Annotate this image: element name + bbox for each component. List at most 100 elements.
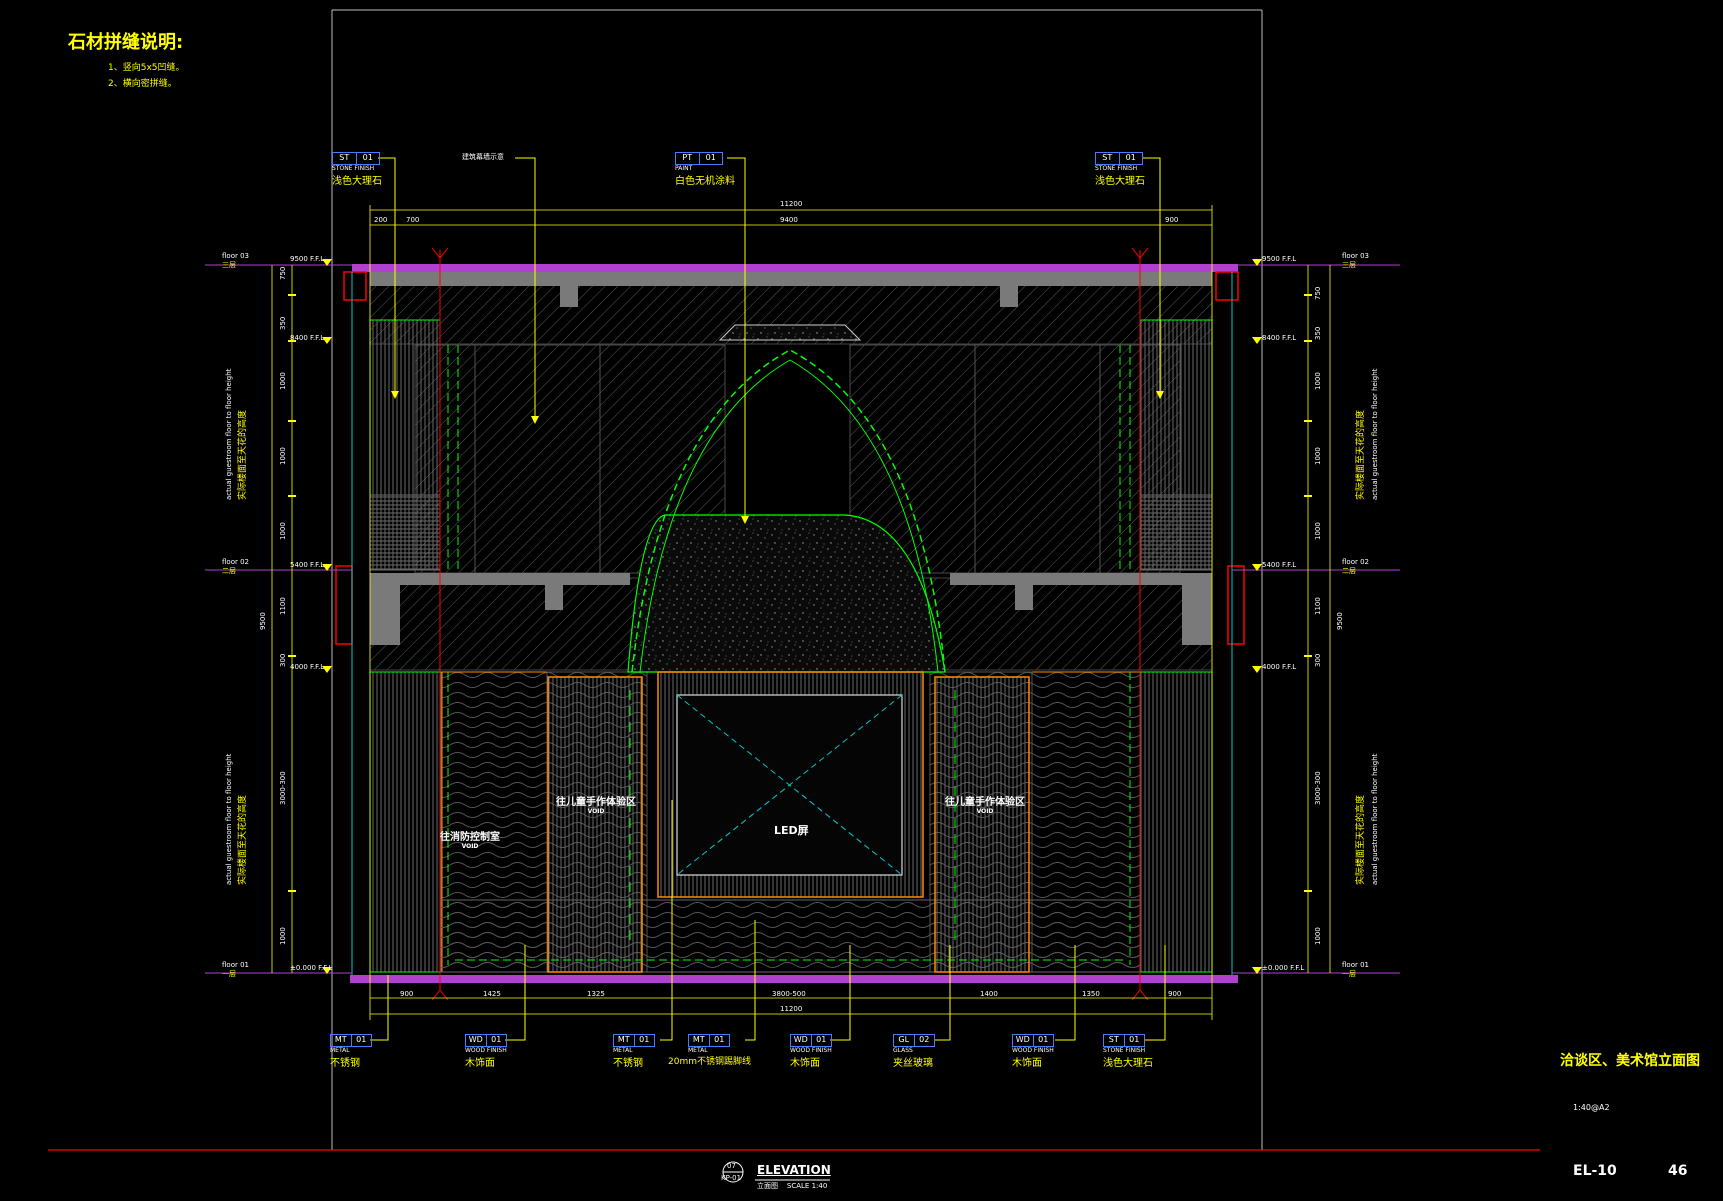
left-red-detail — [335, 565, 353, 645]
level-elev: 9500 F.F.L — [290, 255, 325, 263]
vdim-upper: 1000 — [279, 447, 287, 465]
level-elev: ±0.000 F.F.L — [1262, 964, 1305, 972]
top-dim-seg: 200 — [374, 216, 388, 224]
roof-slab — [370, 272, 1212, 286]
vdim-upper: 350 — [1314, 326, 1322, 340]
elevation-tag-ref: KP-01 — [721, 1174, 742, 1182]
vdim-upper: 750 — [1314, 286, 1322, 300]
sheet-number: EL-10 — [1573, 1163, 1617, 1179]
vdim-lower: 1000 — [1314, 927, 1322, 945]
vdim-lower: 1000 — [279, 927, 287, 945]
top-dim-seg: 900 — [1165, 216, 1179, 224]
right-red-detail — [1227, 565, 1245, 645]
vdim-lower: 1100 — [1314, 597, 1322, 615]
drawing-title: 洽谈区、美术馆立面图 — [1560, 1053, 1700, 1069]
side-note-left-upper: actual guestroom floor to floor height 实… — [225, 368, 248, 500]
horizontal-dim-lines — [369, 205, 1213, 1020]
level-elev: 5400 F.F.L — [1262, 561, 1297, 569]
bottom-dim-seg: 900 — [400, 990, 414, 998]
central-arch-fill — [627, 514, 946, 673]
side-note-right-upper: 实际楼面至天花的高度 actual guestroom floor to flo… — [1356, 368, 1379, 500]
level-elev: 4000 F.F.L — [290, 663, 325, 671]
level-elev: 5400 F.F.L — [290, 561, 325, 569]
elevation-subtitle: 立面图 SCALE 1:40 — [757, 1182, 828, 1190]
vdim-upper: 750 — [279, 266, 287, 280]
base-wood-band — [439, 899, 1141, 973]
top-dim-overall: 11200 — [780, 200, 803, 208]
vdim-upper: 350 — [279, 316, 287, 330]
arch-outline-dashed — [631, 349, 946, 673]
building-elevation — [335, 247, 1245, 1001]
arch-outline — [639, 359, 939, 673]
bottom-dim-seg: 3800-500 — [772, 990, 806, 998]
bottom-dim-overall: 11200 — [780, 1005, 803, 1013]
vdim-lower: 300 — [279, 653, 287, 667]
vdim-overall: 9500 — [259, 612, 267, 630]
side-note-right-lower: 实际楼面至天花的高度 actual guestroom floor to flo… — [1356, 753, 1379, 885]
notes-block: 石材拼缝说明: 1、竖向5x5凹缝。 2、横向密拼缝。 — [68, 28, 185, 89]
arch-crown — [718, 324, 862, 341]
vdim-overall: 9500 — [1336, 612, 1344, 630]
elevation-title: ELEVATION — [757, 1163, 831, 1177]
vdim-lower: 1100 — [279, 597, 287, 615]
vdim-upper: 1000 — [279, 522, 287, 540]
bottom-dim-seg: 900 — [1168, 990, 1182, 998]
notes-title: 石材拼缝说明: — [68, 32, 184, 53]
left-door — [547, 676, 643, 973]
bottom-dim-seg: 1325 — [587, 990, 605, 998]
level-elev: 9500 F.F.L — [1262, 255, 1297, 263]
level-triangles — [322, 259, 1262, 974]
bottom-leaders — [370, 800, 1166, 1041]
vdim-lower: 3000-300 — [279, 771, 287, 805]
vdim-upper: 1000 — [279, 372, 287, 390]
top-leaders — [378, 157, 1164, 524]
elevation-tag-num: 07 — [727, 1162, 736, 1170]
bottom-dim-seg: 1400 — [980, 990, 998, 998]
floor2-slab-right — [950, 573, 1212, 585]
bottom-dim-seg: 1350 — [1082, 990, 1100, 998]
notes-line-2: 2、横向密拼缝。 — [108, 79, 177, 89]
vdim-upper: 1000 — [1314, 447, 1322, 465]
led-label: LED屏 — [774, 824, 809, 837]
vdim-upper: 1000 — [1314, 372, 1322, 390]
left-stone-column-lower — [369, 671, 443, 973]
roof-purple-line — [352, 264, 1238, 272]
bottom-dim-seg: 1425 — [483, 990, 501, 998]
level-elev: 8400 F.F.L — [1262, 334, 1297, 342]
level-elev: 8400 F.F.L — [290, 334, 325, 342]
level-elev: 4000 F.F.L — [1262, 663, 1297, 671]
notes-line-1: 1、竖向5x5凹缝。 — [108, 63, 185, 73]
top-dim-seg: 9400 — [780, 216, 798, 224]
vdim-lower: 3000-300 — [1314, 771, 1322, 805]
page-number: 46 — [1668, 1163, 1688, 1179]
right-door — [934, 676, 1030, 973]
vdim-upper: 1000 — [1314, 522, 1322, 540]
floor2-slab-left — [370, 573, 630, 585]
right-stone-column-lower — [1139, 671, 1213, 973]
scale-paper: 1:40@A2 — [1573, 1103, 1610, 1112]
ground-purple-line — [350, 975, 1238, 983]
vdim-lower: 300 — [1314, 653, 1322, 667]
level-elev: ±0.000 F.F.L — [290, 964, 333, 972]
top-dim-seg: 700 — [406, 216, 420, 224]
side-note-left-lower: actual guestroom floor to floor height 实… — [225, 753, 248, 885]
upper-right-wall — [849, 344, 1181, 574]
